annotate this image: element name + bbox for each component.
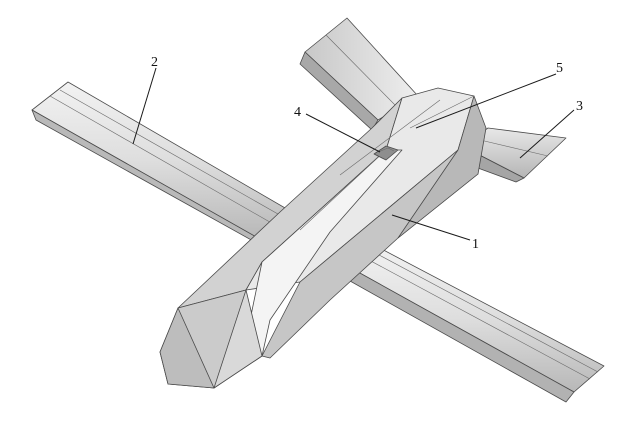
leader-3 [519,109,575,159]
main-wing-right [333,243,605,403]
callout-label-1: 1 [472,237,479,252]
leader-1 [391,214,471,241]
callout-label-3: 3 [576,99,583,114]
main-wing-left [31,81,293,247]
callout-label-2: 2 [151,55,158,70]
fuselage [159,87,487,389]
callout-label-5: 5 [556,61,563,76]
leader-lines [132,67,575,241]
leader-2 [132,67,157,145]
callout-label-4: 4 [294,105,301,120]
leader-5 [415,73,557,129]
leader-4 [305,113,381,153]
